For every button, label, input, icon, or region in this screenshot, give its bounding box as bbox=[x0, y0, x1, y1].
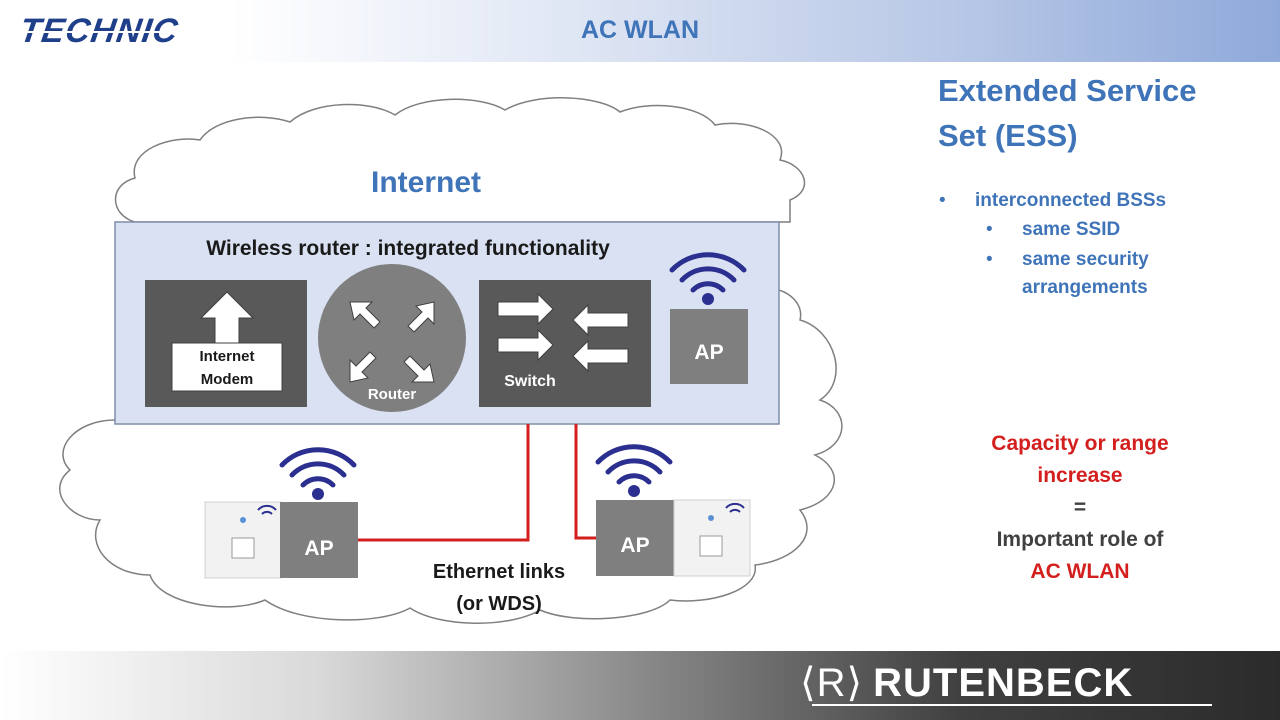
brand-name: RUTENBECK bbox=[873, 661, 1134, 705]
bullet-text: same SSID bbox=[1022, 219, 1121, 240]
socket-led-left bbox=[240, 517, 246, 523]
capacity-line2: increase bbox=[1037, 464, 1123, 487]
bullet-text: arrangements bbox=[1022, 277, 1148, 298]
ess-heading-line1: Extended Service bbox=[938, 73, 1197, 108]
wifi-dot bbox=[702, 293, 714, 305]
ap-block-right bbox=[596, 500, 674, 576]
switch-label: Switch bbox=[504, 373, 556, 390]
internet-label: Internet bbox=[371, 166, 481, 199]
modem-label-line1: Internet bbox=[199, 348, 254, 365]
wifi-dot-left bbox=[312, 488, 324, 500]
bullet-continuation: arrangements bbox=[1022, 276, 1148, 300]
wifi-icon-right bbox=[595, 444, 673, 485]
ap-block-left bbox=[280, 502, 358, 578]
wifi-dot-right bbox=[628, 485, 640, 497]
ethernet-link-left bbox=[358, 424, 530, 542]
role-line: Important role of bbox=[996, 528, 1164, 551]
bullet-item: •interconnected BSSs bbox=[939, 190, 1167, 211]
modem-label-box bbox=[171, 342, 283, 392]
ess-heading-line2: Set (ESS) bbox=[938, 118, 1078, 153]
brand-underline bbox=[812, 704, 1212, 706]
slide-title: AC WLAN bbox=[580, 16, 700, 44]
ethernet-links-label-line1: Ethernet links bbox=[433, 561, 565, 583]
ess-heading: Extended Service Set (ESS) bbox=[938, 68, 1258, 158]
bullet-item: •same security bbox=[986, 249, 1149, 270]
wifi-icon bbox=[669, 252, 747, 293]
ap-label-right: AP bbox=[620, 534, 649, 557]
bullet-item: •same SSID bbox=[986, 219, 1121, 240]
equals-sign: = bbox=[1073, 496, 1087, 519]
router-ap-label: AP bbox=[694, 341, 723, 364]
router-arrows-icon bbox=[349, 301, 435, 383]
router-box-title: Wireless router : integrated functionali… bbox=[206, 237, 610, 260]
socket-led-right bbox=[708, 515, 714, 521]
capacity-note: Capacity or range increase = Important r… bbox=[960, 428, 1200, 588]
ethernet-port-right bbox=[699, 535, 723, 557]
capacity-line1: Capacity or range bbox=[991, 432, 1169, 455]
small-wifi-icon-right bbox=[725, 502, 745, 513]
brand-mark: ⟨R⟩ bbox=[800, 661, 864, 705]
network-diagram: Internet Wireless router : integrated fu… bbox=[59, 97, 843, 624]
rutenbeck-logo: ⟨R⟩RUTENBECK bbox=[800, 660, 1133, 706]
ap-label-left: AP bbox=[304, 537, 333, 560]
footer-bar bbox=[0, 651, 1280, 720]
switch-arrows-icon bbox=[497, 292, 629, 373]
internet-cloud bbox=[114, 97, 806, 223]
router-ap-block bbox=[670, 309, 748, 384]
role-highlight: AC WLAN bbox=[1030, 560, 1130, 583]
wifi-icon-left bbox=[279, 447, 357, 488]
small-wifi-icon-left bbox=[257, 504, 277, 515]
ethernet-links-label-line2: (or WDS) bbox=[456, 593, 542, 615]
bullet-text: interconnected BSSs bbox=[975, 190, 1167, 211]
bullet-text: same security bbox=[1022, 249, 1149, 270]
header-bar bbox=[0, 0, 1280, 62]
modem-label-line2: Modem bbox=[201, 371, 254, 388]
ethernet-link-right bbox=[574, 424, 596, 540]
ethernet-port-left bbox=[231, 537, 255, 559]
router-label: Router bbox=[368, 386, 416, 403]
